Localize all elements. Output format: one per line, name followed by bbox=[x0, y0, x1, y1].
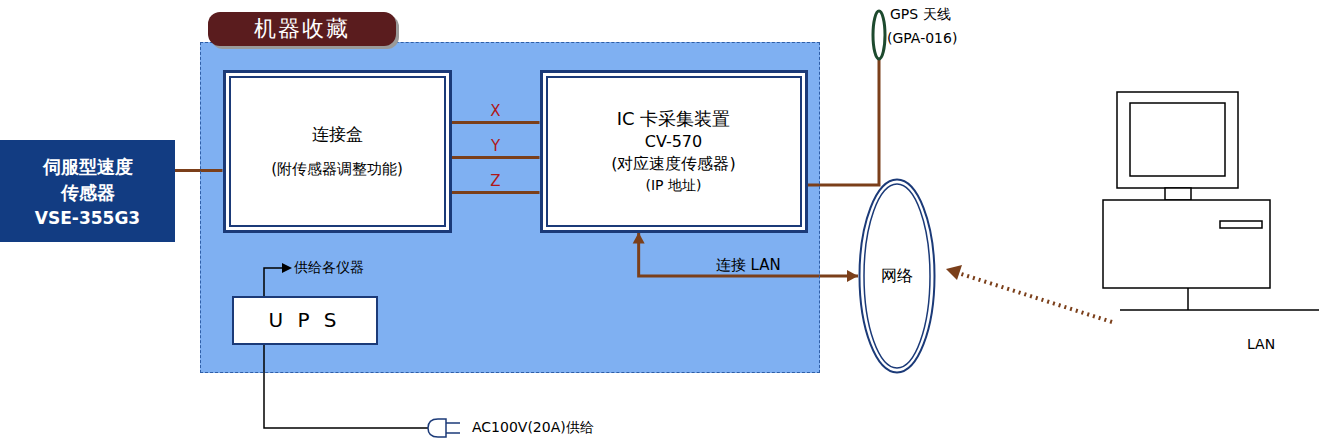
text-stack: U P S bbox=[268, 308, 340, 332]
connector-line bbox=[452, 191, 540, 194]
access-arrow bbox=[958, 273, 1112, 322]
supply-arrowhead bbox=[282, 263, 292, 273]
node-subtext: (IP 地址) bbox=[646, 175, 702, 196]
text-label: AC100V(20A)供给 bbox=[472, 419, 594, 436]
node-subtext: CV-570 bbox=[645, 131, 703, 153]
equipment-enclosure: 机器收藏连接盒(附传感器调整功能)IC 卡采集装置CV-570(对应速度传感器)… bbox=[200, 42, 820, 373]
connector-line bbox=[175, 169, 223, 172]
connector bbox=[633, 233, 858, 283]
collector-box: IC 卡采集装置CV-570(对应速度传感器)(IP 地址) bbox=[540, 70, 808, 233]
plug-symbol bbox=[428, 419, 446, 437]
network-ellipse: 网络 bbox=[858, 178, 936, 374]
node-subtext: (附传感器调整功能) bbox=[271, 160, 403, 179]
plug-prong bbox=[446, 422, 460, 424]
connector-line bbox=[452, 156, 540, 159]
computer-case bbox=[1103, 200, 1270, 288]
sensor-box: 伺服型速度 传感器VSE-355G3 bbox=[0, 140, 175, 242]
connector bbox=[175, 170, 223, 171]
node-title: 连接盒 bbox=[312, 123, 363, 146]
junction-box: 连接盒 (附传感器调整功能) bbox=[223, 70, 452, 233]
line-label: Y bbox=[491, 138, 500, 155]
ups-box: U P S bbox=[232, 296, 378, 345]
line-label: 连接 LAN bbox=[716, 257, 781, 274]
monitor-neck bbox=[1165, 188, 1191, 200]
text-stack: 伺服型速度 传感器VSE-355G3 bbox=[35, 154, 140, 228]
node-subtext: (对应速度传感器) bbox=[611, 153, 735, 175]
access-arrowhead bbox=[946, 265, 962, 280]
connector-line bbox=[639, 233, 858, 277]
connector bbox=[452, 122, 540, 123]
text-label: 供给各仪器 bbox=[294, 259, 364, 276]
node-title: IC 卡采集装置 bbox=[617, 106, 731, 131]
arrowhead bbox=[633, 233, 645, 244]
text-label: GPS 天线 bbox=[890, 6, 951, 23]
lan-drop bbox=[1187, 288, 1189, 310]
drive-slot bbox=[1220, 221, 1262, 228]
connector bbox=[452, 157, 540, 158]
line-label: X bbox=[490, 103, 500, 120]
text-stack: 连接盒 (附传感器调整功能) bbox=[271, 123, 403, 179]
text-stack: 网络 bbox=[881, 266, 913, 287]
arrowhead bbox=[847, 270, 858, 282]
lan-bus bbox=[1120, 309, 1319, 311]
antenna-cable bbox=[808, 60, 879, 185]
text-label: (GPA-016) bbox=[887, 30, 957, 47]
line-label: Z bbox=[490, 173, 500, 190]
gps-antenna bbox=[873, 11, 885, 59]
text-label: LAN bbox=[1247, 336, 1275, 353]
plug-prong bbox=[446, 432, 460, 434]
node-title: 伺服型速度 传感器 bbox=[38, 154, 138, 206]
ellipse-outer bbox=[860, 180, 935, 373]
enclosure-fill bbox=[200, 42, 820, 373]
node-title: U P S bbox=[268, 308, 340, 332]
connector-line bbox=[452, 121, 540, 124]
node-title: 网络 bbox=[881, 266, 913, 287]
node-subtext: VSE-355G3 bbox=[35, 208, 140, 228]
monitor-screen bbox=[1130, 103, 1225, 176]
supply-wire bbox=[264, 268, 284, 296]
enclosure-tab: 机器收藏 bbox=[208, 12, 396, 46]
power-cord bbox=[264, 345, 428, 428]
ellipse-inner bbox=[864, 184, 930, 368]
text-stack: IC 卡采集装置CV-570(对应速度传感器)(IP 地址) bbox=[611, 106, 735, 197]
connector bbox=[452, 192, 540, 193]
monitor-body bbox=[1117, 92, 1238, 188]
